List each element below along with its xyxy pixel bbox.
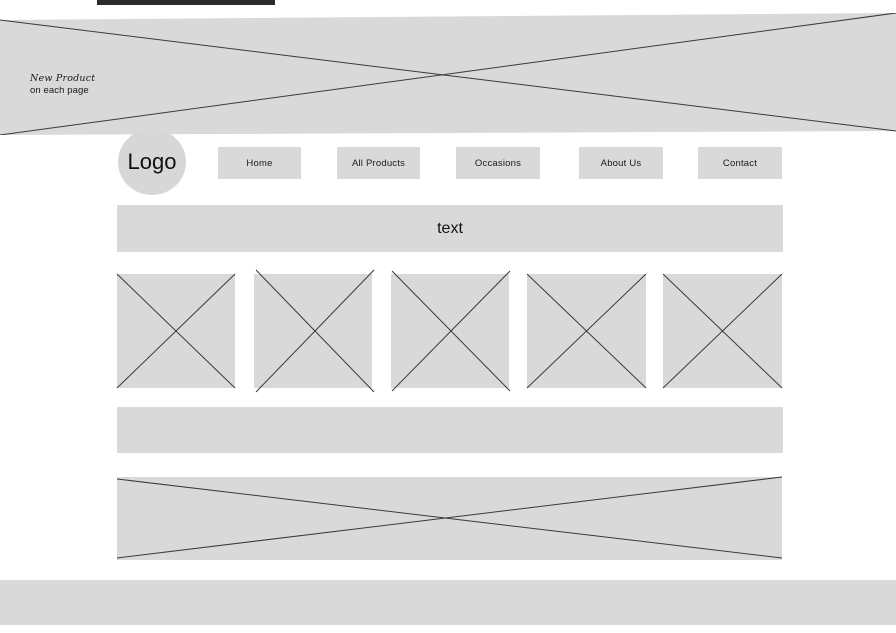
hero-diagonal-down-icon (0, 19, 896, 132)
logo-label: Logo (127, 149, 177, 174)
nav-item-label: About Us (600, 157, 642, 169)
nav-item-about-us[interactable]: About Us (579, 147, 663, 179)
nav-item-all-products[interactable]: All Products (337, 147, 420, 179)
bottom-banner-diagonal-down-icon (116, 478, 783, 559)
product-tile-4[interactable] (526, 273, 647, 389)
tile-diagonal-up-icon (662, 273, 783, 389)
nav-item-label: Contact (722, 157, 758, 169)
tile-diagonal-up-icon (255, 269, 375, 393)
tile-shape (391, 274, 509, 388)
product-tile-1[interactable] (116, 273, 236, 389)
hero-diagonal-up-icon (0, 13, 896, 135)
browser-chrome-strip (97, 0, 275, 5)
nav-item-label: All Products (351, 157, 406, 169)
product-tile-2[interactable] (254, 269, 375, 393)
text-banner-label: text (437, 219, 463, 237)
bottom-banner[interactable] (116, 476, 783, 560)
logo[interactable]: Logo (118, 129, 186, 195)
text-banner: text (117, 205, 783, 252)
tile-diagonal-up-icon (526, 273, 647, 389)
nav-item-contact[interactable]: Contact (698, 147, 782, 179)
tile-diagonal-up-icon (391, 270, 511, 392)
nav-item-label: Occasions (474, 157, 522, 169)
product-tile-5[interactable] (662, 273, 783, 389)
hero-banner[interactable]: New Product on each page (0, 13, 896, 135)
nav-item-home[interactable]: Home (218, 147, 301, 179)
nav-item-occasions[interactable]: Occasions (456, 147, 540, 179)
nav-item-label: Home (246, 157, 273, 169)
product-tile-3[interactable] (391, 270, 511, 392)
tile-diagonal-up-icon (116, 273, 236, 389)
content-band (117, 407, 783, 453)
bottom-banner-diagonal-up-icon (116, 476, 783, 559)
tile-shape (254, 274, 372, 388)
footer (0, 580, 896, 625)
